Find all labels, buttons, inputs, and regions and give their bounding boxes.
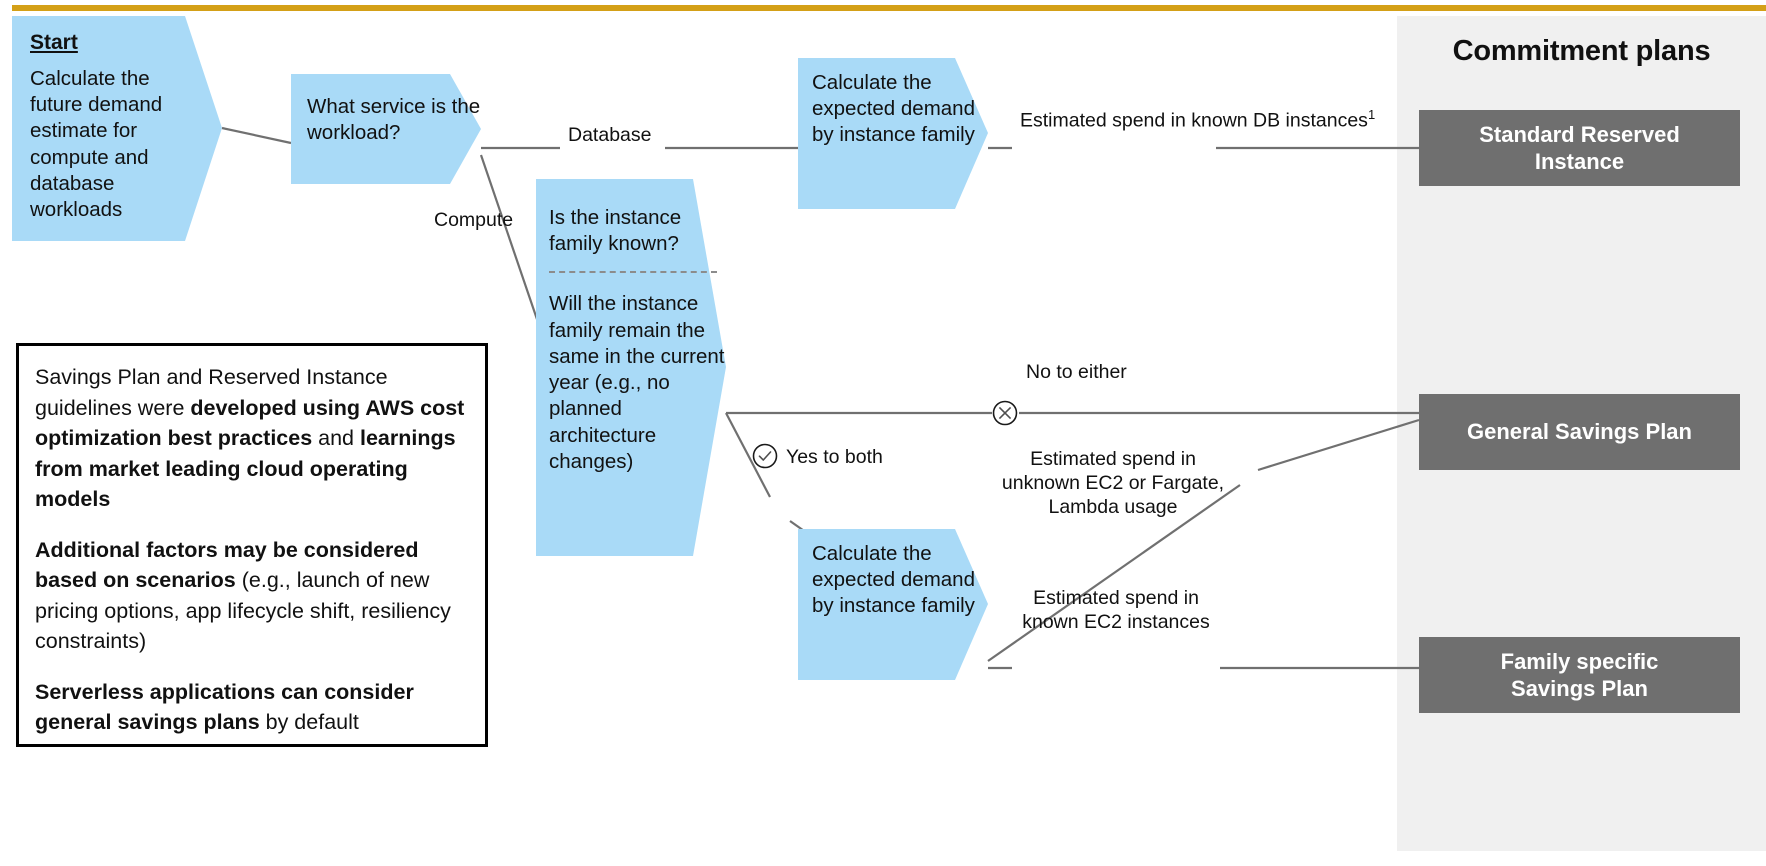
circle-check-icon [752, 443, 778, 469]
note-run-2-0: Serverless applications can consider gen… [35, 679, 414, 735]
db-spend-text: Estimated spend in known DB instances [1020, 109, 1368, 132]
guidelines-notes-box: Savings Plan and Reserved Instance guide… [16, 343, 488, 747]
note-paragraph-1: Additional factors may be considered bas… [35, 535, 469, 657]
note-run-0-3: learnings from market leading cloud oper… [35, 426, 456, 512]
ec2calc-body: Calculate the expected demand by instanc… [812, 542, 975, 618]
ec2calc-shape-bg [798, 529, 988, 680]
top-accent-bar [12, 5, 1766, 11]
start-body: Calculate the future demand estimate for… [30, 66, 163, 222]
note-run-0-0: Savings Plan and Reserved Instance guide… [35, 365, 388, 420]
edge-start-to-service [221, 126, 292, 145]
dbcalc-shape-bg [798, 58, 988, 209]
edge-label-compute: Compute [434, 209, 514, 231]
note-run-0-1: developed using AWS cost optimization be… [35, 395, 465, 451]
edge-family-to-yes [725, 412, 771, 498]
edge-label-known-ec2-spend: Estimated spend in known EC2 instances [1022, 587, 1210, 634]
db-spend-footnote: 1 [1367, 107, 1376, 122]
dashed-separator [549, 271, 717, 274]
note-run-2-1: by default [259, 710, 359, 735]
commitment-plans-title: Commitment plans [1452, 35, 1711, 67]
node-ec2-calculate: Calculate the expected demand by instanc… [798, 529, 988, 680]
edge-label-db-spend: Estimated spend in known DB instances1 [1020, 107, 1375, 133]
node-db-calculate: Calculate the expected demand by instanc… [798, 58, 988, 209]
plan-general-savings-plan[interactable]: General Savings Plan [1419, 394, 1740, 470]
family-question-2: Will the instance family remain the same… [549, 292, 725, 473]
note-run-1-0: Additional factors may be considered bas… [35, 537, 419, 593]
node-family-decision: Is the instance family known? Will the i… [536, 179, 726, 556]
note-run-1-1: (e.g., launch of new pricing options, ap… [35, 568, 451, 654]
edge-label-database: Database [568, 124, 652, 146]
note-paragraph-0: Savings Plan and Reserved Instance guide… [35, 362, 469, 515]
edge-label-no-to-either: No to either [1026, 361, 1127, 383]
edge-unknown-to-plan1 [1257, 418, 1420, 472]
edge-label-yes-to-both: Yes to both [786, 446, 883, 468]
note-paragraph-2: Serverless applications can consider gen… [35, 677, 469, 738]
service-shape-bg [291, 74, 481, 184]
family-question-1: Is the instance family known? [549, 206, 682, 256]
dbcalc-body: Calculate the expected demand by instanc… [812, 71, 975, 147]
start-shape-bg [12, 16, 222, 241]
node-start: Start Calculate the future demand estima… [12, 16, 222, 241]
service-body: What service is the workload? [307, 95, 481, 145]
node-what-service: What service is the workload? [291, 74, 481, 184]
edge-label-unknown-spend: Estimated spend in unknown EC2 or Fargat… [1001, 448, 1225, 519]
note-run-0-2: and [312, 426, 360, 451]
start-heading: Start [30, 31, 78, 54]
edge-ec2calc-to-unknown [987, 484, 1241, 662]
plan-1-label: General Savings Plan [1467, 419, 1692, 445]
circle-x-icon [992, 400, 1018, 426]
